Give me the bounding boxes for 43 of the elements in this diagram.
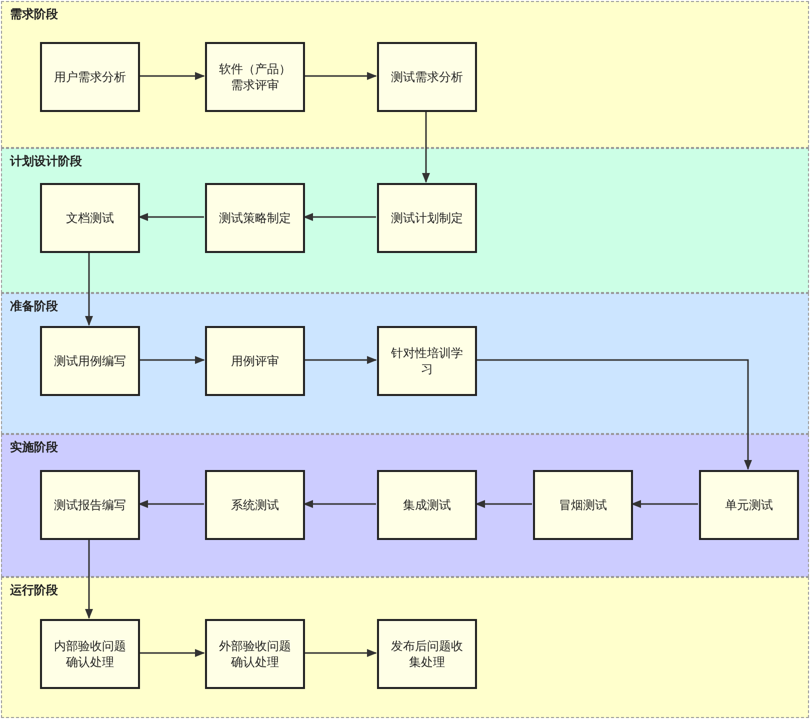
process-box: 冒烟测试 bbox=[533, 470, 633, 540]
process-box: 发布后问题收集处理 bbox=[377, 619, 477, 689]
phase-title: 计划设计阶段 bbox=[10, 153, 82, 170]
process-box: 测试计划制定 bbox=[377, 183, 477, 253]
arrow bbox=[304, 72, 377, 80]
process-box: 用例评审 bbox=[205, 326, 305, 396]
arrow bbox=[475, 500, 532, 508]
phase-band bbox=[1, 434, 809, 577]
arrow bbox=[138, 500, 204, 508]
arrow bbox=[85, 539, 93, 619]
arrow bbox=[304, 649, 377, 657]
process-box: 软件（产品）需求评审 bbox=[205, 42, 305, 112]
process-box: 测试用例编写 bbox=[40, 326, 140, 396]
process-box: 外部验收问题确认处理 bbox=[205, 619, 305, 689]
process-box: 测试需求分析 bbox=[377, 42, 477, 112]
process-box: 测试报告编写 bbox=[40, 470, 140, 540]
process-box: 文档测试 bbox=[40, 183, 140, 253]
arrow bbox=[139, 356, 205, 364]
phase-title: 需求阶段 bbox=[10, 6, 58, 23]
process-box: 针对性培训学习 bbox=[377, 326, 477, 396]
phase-band bbox=[1, 148, 809, 293]
phase-band bbox=[1, 293, 809, 434]
arrow bbox=[139, 649, 205, 657]
arrow bbox=[303, 500, 376, 508]
phase-band bbox=[1, 1, 809, 148]
arrow bbox=[85, 252, 93, 326]
arrow bbox=[422, 111, 430, 183]
arrow bbox=[139, 72, 205, 80]
process-box: 测试策略制定 bbox=[205, 183, 305, 253]
process-box: 系统测试 bbox=[205, 470, 305, 540]
process-box: 内部验收问题确认处理 bbox=[40, 619, 140, 689]
phase-title: 实施阶段 bbox=[10, 439, 58, 456]
phase-band bbox=[1, 577, 809, 718]
process-box: 单元测试 bbox=[699, 470, 799, 540]
arrow bbox=[476, 359, 752, 470]
arrow bbox=[631, 500, 698, 508]
process-box: 集成测试 bbox=[377, 470, 477, 540]
arrow bbox=[304, 356, 377, 364]
arrow bbox=[303, 213, 376, 221]
phase-title: 准备阶段 bbox=[10, 298, 58, 315]
arrow bbox=[138, 213, 204, 221]
process-box: 用户需求分析 bbox=[40, 42, 140, 112]
phase-title: 运行阶段 bbox=[10, 582, 58, 599]
